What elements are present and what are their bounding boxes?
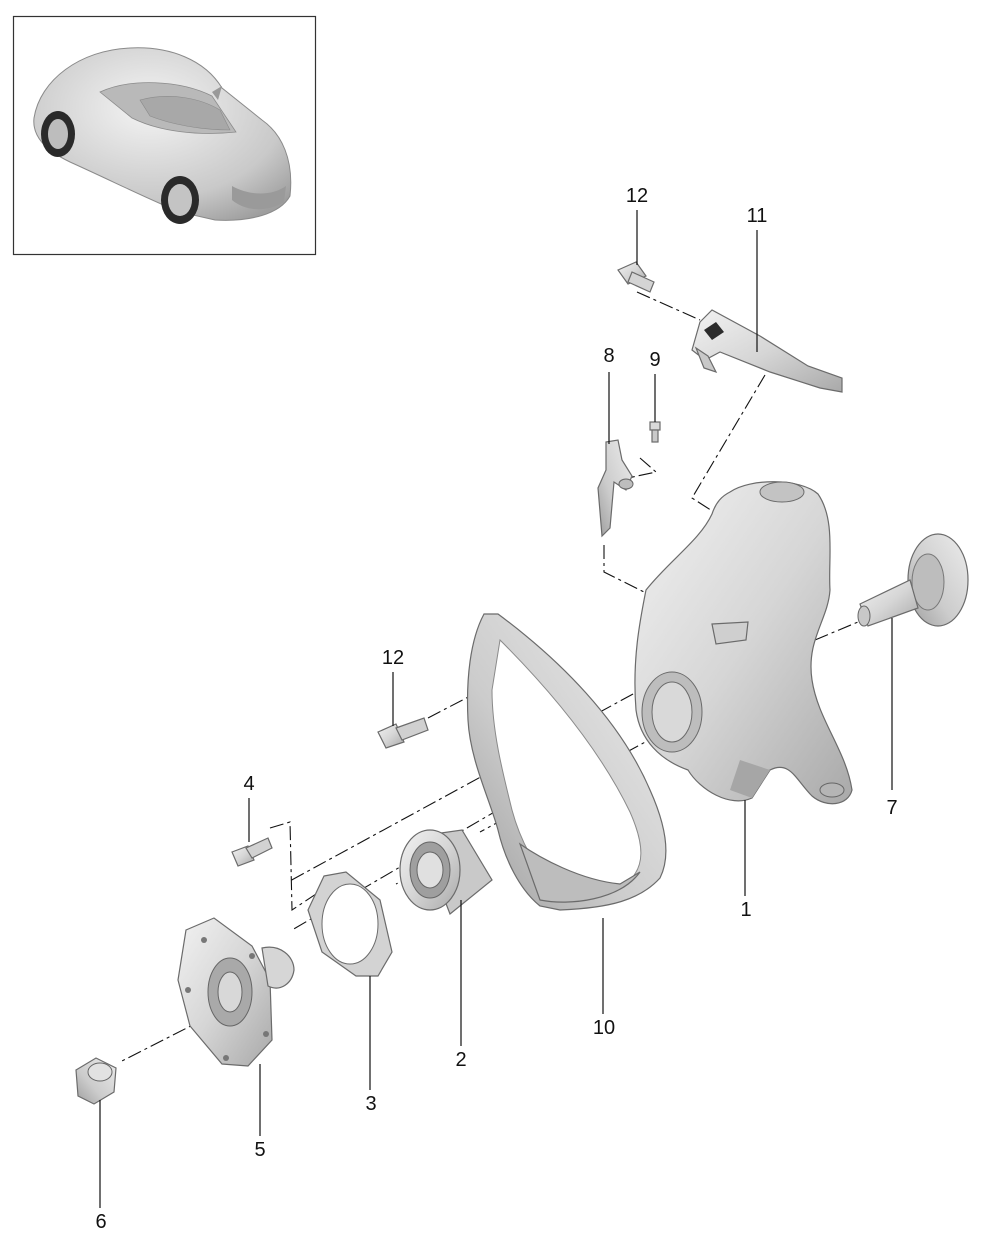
part-3-gasket bbox=[307, 871, 393, 977]
leader-lines bbox=[99, 210, 893, 1208]
part-11-bracket bbox=[691, 309, 843, 393]
callout-12-top: 12 bbox=[626, 185, 648, 207]
callout-1: 1 bbox=[740, 899, 751, 921]
callout-5: 5 bbox=[254, 1139, 265, 1161]
part-12-bolt-top bbox=[617, 261, 655, 293]
callout-6: 6 bbox=[95, 1211, 106, 1233]
part-9-screw bbox=[649, 421, 661, 443]
callout-4: 4 bbox=[243, 773, 254, 795]
part-1-wheel-carrier bbox=[634, 481, 853, 805]
callout-9: 9 bbox=[649, 349, 660, 371]
part-7-drive-shaft-stub bbox=[857, 533, 969, 627]
callout-10: 10 bbox=[593, 1017, 615, 1039]
callout-8: 8 bbox=[603, 345, 614, 367]
callout-7: 7 bbox=[886, 797, 897, 819]
part-5-wheel-hub bbox=[177, 917, 295, 1067]
part-2-wheel-bearing bbox=[399, 829, 493, 915]
part-10-brake-shield bbox=[466, 613, 667, 911]
part-6-nut bbox=[75, 1057, 117, 1105]
vehicle-thumbnail bbox=[12, 15, 317, 256]
part-8-sensor bbox=[597, 439, 634, 538]
callout-3: 3 bbox=[365, 1093, 376, 1115]
part-4-bolt bbox=[231, 837, 273, 867]
callout-11: 11 bbox=[747, 205, 768, 227]
part-12-bolt-lower bbox=[377, 717, 429, 749]
car-illustration bbox=[33, 47, 292, 224]
callout-2: 2 bbox=[455, 1049, 466, 1071]
callout-labels: 12 11 8 9 12 4 7 1 10 2 3 5 6 bbox=[95, 185, 897, 1233]
callout-12-lower: 12 bbox=[382, 647, 404, 669]
